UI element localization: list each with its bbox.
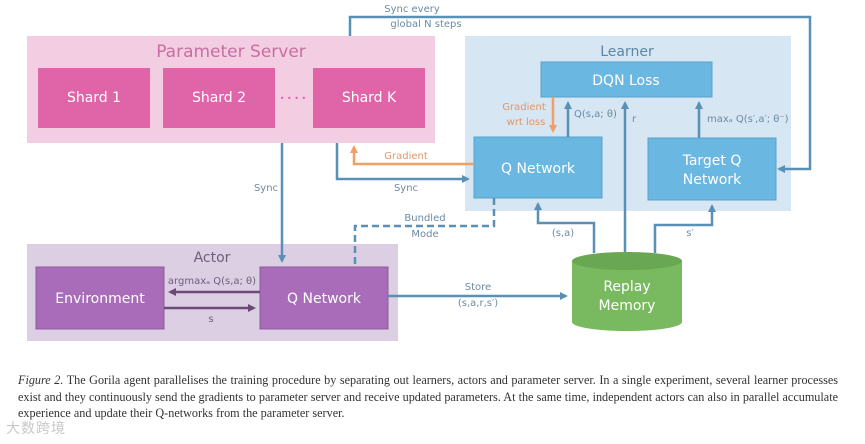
shard-k-label: Shard K [342,90,397,106]
dqn-loss-label: DQN Loss [592,73,659,89]
shard-2: Shard 2 [163,68,275,128]
figure-caption: Figure 2. The Gorila agent parallelises … [18,372,838,422]
edge-next-state [653,204,716,253]
figure-caption-text: The Gorila agent parallelises the traini… [18,373,839,420]
learner-q-network-label: Q Network [501,161,576,177]
label-gradient: Gradient [384,151,428,162]
replay-memory-label-line1: Replay [603,279,650,295]
edge-sync-every-n-steps [348,15,812,173]
label-max-q-target: maxₐ Q(s′,a′; θ⁻) [707,114,789,125]
actor-q-network-label: Q Network [287,291,362,307]
label-sync-actor: Sync [254,183,278,194]
shard-2-label: Shard 2 [192,90,246,106]
label-store-line1: Store [465,282,491,293]
target-q-network-box: Target Q Network [647,137,777,201]
edge-gradient-to-ps [350,145,474,166]
parameter-server-title: Parameter Server [156,42,306,62]
label-store-line2: (s,a,r,s′) [458,298,498,309]
learner-q-network-box: Q Network [473,136,603,199]
label-bundled-mode-line2: Mode [411,229,438,240]
learner-title: Learner [600,44,654,60]
label-gradient-wrt-loss-line1: Gradient [502,102,546,113]
label-bundled-mode-line1: Bundled [404,213,445,224]
label-state-action: (s,a) [552,228,574,239]
environment-label: Environment [55,291,145,307]
parameter-server-group: Parameter Server Shard 1 Shard 2 • • • •… [27,36,435,143]
label-q-value: Q(s,a; θ) [574,109,617,120]
shard-1-label: Shard 1 [67,90,121,106]
replay-memory-label-line2: Memory [599,298,656,314]
label-gradient-wrt-loss-line2: wrt loss [507,117,546,128]
shard-1: Shard 1 [38,68,150,128]
label-sync-learner: Sync [394,183,418,194]
shard-k: Shard K [313,68,425,128]
label-reward: r [632,114,637,125]
target-q-network-label-line1: Target Q [682,153,742,169]
edge-state-action [534,202,596,253]
learner-group: Learner DQN Loss Q Network Target Q Netw… [465,36,791,211]
figure-caption-lead: Figure 2. [18,373,64,387]
edges [164,15,812,312]
actor-title: Actor [194,250,231,266]
actor-q-network-box: Q Network [259,266,389,330]
label-argmax: argmaxₐ Q(s,a; θ) [168,276,256,287]
environment-box: Environment [35,266,165,330]
label-sync-every-line1: Sync every [384,4,440,15]
label-sync-every-line2: global N steps [390,19,461,30]
edge-sync-to-learner [335,143,470,183]
edge-labels: Sync every global N steps Gradient wrt l… [168,4,789,325]
dqn-loss-box: DQN Loss [540,61,713,98]
replay-memory: Replay Memory [572,252,682,331]
edge-bundled-mode [353,198,496,267]
target-q-network-label-line2: Network [683,172,742,188]
label-state: s [208,314,213,325]
label-next-state: s′ [686,228,694,239]
watermark: 大数跨境 [6,421,66,437]
shard-ellipsis: • • • • [280,94,307,103]
